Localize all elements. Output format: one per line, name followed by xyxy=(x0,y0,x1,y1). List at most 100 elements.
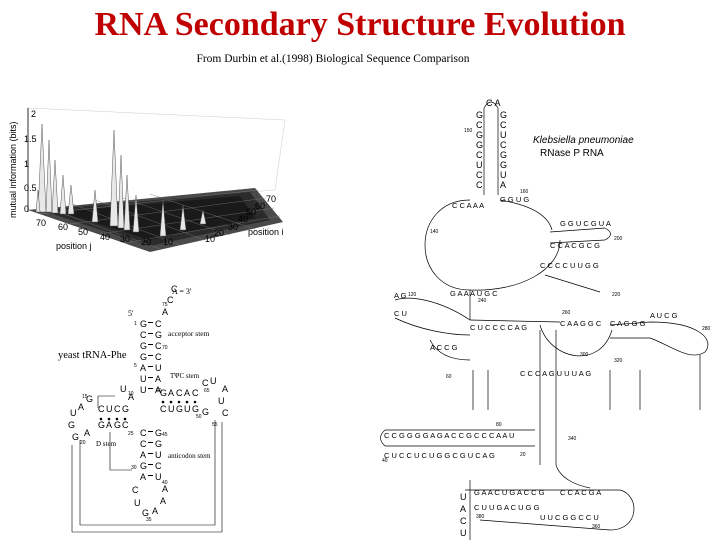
svg-text:A: A xyxy=(162,484,168,494)
y-axis-label: mutual information (bits) xyxy=(8,121,18,218)
svg-text:A: A xyxy=(460,504,466,514)
svg-text:A: A xyxy=(155,385,161,395)
svg-text:A: A xyxy=(152,506,158,516)
svg-text:C: C xyxy=(98,404,105,414)
trna-num-75: 75 xyxy=(162,302,168,308)
i-tick-60: 60 xyxy=(255,201,265,211)
rnasep-num-160: 160 xyxy=(520,189,529,195)
svg-text:A: A xyxy=(500,180,506,190)
svg-text:G: G xyxy=(155,428,162,438)
svg-text:C: C xyxy=(114,404,121,414)
svg-text:G: G xyxy=(500,150,507,160)
label-anticodon-stem: anticodon stem xyxy=(168,452,211,460)
y2-axis-label: position i xyxy=(248,227,284,237)
svg-text:C C G G G G A G A C C G C C C: C C G G G G A G A C C G C C C A A U xyxy=(384,431,514,440)
svg-text:A: A xyxy=(155,374,161,384)
svg-text:A: A xyxy=(168,388,174,398)
svg-text:C: C xyxy=(176,388,183,398)
z-tick-2: 2 xyxy=(31,109,36,119)
trna-num-60: 60 xyxy=(156,388,162,394)
i-tick-10: 10 xyxy=(205,234,215,244)
rnasep-structure: Klebsiella pneumoniae RNase P RNA xyxy=(380,98,711,540)
svg-text:C: C xyxy=(476,150,483,160)
mutual-information-plot: 2 1.5 1 0.5 0 mutual information (bits) … xyxy=(8,107,286,252)
svg-text:G: G xyxy=(140,352,147,362)
svg-text:C: C xyxy=(155,352,162,362)
trna-num-65: 65 xyxy=(204,388,210,394)
svg-text:C: C xyxy=(122,420,129,430)
svg-text:C C A C G C G: C C A C G C G xyxy=(550,241,600,250)
svg-text:C: C xyxy=(171,284,178,294)
rnasep-num-200: 200 xyxy=(614,236,623,242)
svg-text:A C C G: A C C G xyxy=(430,343,458,352)
z-tick-0-5: 0.5 xyxy=(24,183,37,193)
svg-text:U: U xyxy=(500,130,507,140)
svg-text:C: C xyxy=(140,428,147,438)
rnasep-num-140: 140 xyxy=(430,229,439,235)
svg-text:A: A xyxy=(184,388,190,398)
z-tick-0: 0 xyxy=(24,204,29,214)
svg-text:G: G xyxy=(140,461,147,471)
rnasep-num-120: 120 xyxy=(408,292,417,298)
trna-num-25: 25 xyxy=(128,431,134,437)
svg-text:C: C xyxy=(160,404,167,414)
i-tick-20: 20 xyxy=(214,228,224,238)
trna-num-70: 70 xyxy=(162,345,168,351)
svg-text:A: A xyxy=(84,428,90,438)
svg-text:A: A xyxy=(140,472,146,482)
i-tick-40: 40 xyxy=(238,214,248,224)
svg-text:A: A xyxy=(128,392,134,402)
j-tick-70: 70 xyxy=(36,218,46,228)
svg-text:G: G xyxy=(86,394,93,404)
svg-text:A G: A G xyxy=(394,291,407,300)
rnasep-num-380: 380 xyxy=(476,514,485,520)
j-tick-40: 40 xyxy=(100,232,110,242)
label-acceptor-stem: acceptor stem xyxy=(168,329,210,338)
svg-text:U: U xyxy=(168,404,175,414)
svg-text:C: C xyxy=(202,378,209,388)
svg-text:G G U C G U A: G G U C G U A xyxy=(560,219,611,228)
svg-text:C: C xyxy=(167,295,174,305)
svg-text:G: G xyxy=(500,160,507,170)
svg-text:U: U xyxy=(500,170,507,180)
svg-text:C C C A G U U U A G: C C C A G U U U A G xyxy=(520,369,591,378)
trna-num-20: 20 xyxy=(80,440,86,446)
label-d-stem: D stem xyxy=(96,440,117,448)
svg-text:G: G xyxy=(142,508,149,518)
trna-num-15: 15 xyxy=(82,394,88,400)
trna-cloverleaf: yeast tRNA-Phe A = 3' 5' acceptor stem T… xyxy=(58,284,229,533)
svg-text:U: U xyxy=(155,363,162,373)
svg-text:A: A xyxy=(140,450,146,460)
svg-text:C: C xyxy=(155,319,162,329)
svg-text:G: G xyxy=(192,404,199,414)
slide-subtitle: From Durbin et al.(1998) Biological Sequ… xyxy=(196,53,470,65)
svg-text:G: G xyxy=(202,407,209,417)
svg-text:G: G xyxy=(72,432,79,442)
svg-text:U: U xyxy=(460,492,467,502)
j-tick-20: 20 xyxy=(141,237,151,247)
svg-text:A: A xyxy=(160,496,166,506)
svg-text:U: U xyxy=(476,160,483,170)
trna-num-30: 30 xyxy=(131,465,137,471)
j-tick-60: 60 xyxy=(58,222,68,232)
svg-text:U: U xyxy=(155,472,162,482)
trna-three-prime: A = 3' xyxy=(172,287,192,296)
svg-text:C C A C G A: C C A C G A xyxy=(560,488,601,497)
svg-text:U: U xyxy=(210,376,217,386)
svg-text:A: A xyxy=(140,363,146,373)
svg-text:C: C xyxy=(476,120,483,130)
trna-num-55: 55 xyxy=(212,422,218,428)
svg-text:C: C xyxy=(140,439,147,449)
svg-text:G A A A U G C: G A A A U G C xyxy=(450,289,498,298)
rnasep-molecule: RNase P RNA xyxy=(540,148,604,159)
svg-text:G: G xyxy=(476,140,483,150)
rnasep-organism: Klebsiella pneumoniae xyxy=(533,135,634,146)
svg-text:G: G xyxy=(140,341,147,351)
svg-text:G: G xyxy=(98,420,105,430)
svg-text:U: U xyxy=(106,404,113,414)
rnasep-num-320: 320 xyxy=(614,358,623,364)
svg-text:C: C xyxy=(476,170,483,180)
svg-text:C: C xyxy=(460,516,467,526)
svg-text:C: C xyxy=(132,485,139,495)
